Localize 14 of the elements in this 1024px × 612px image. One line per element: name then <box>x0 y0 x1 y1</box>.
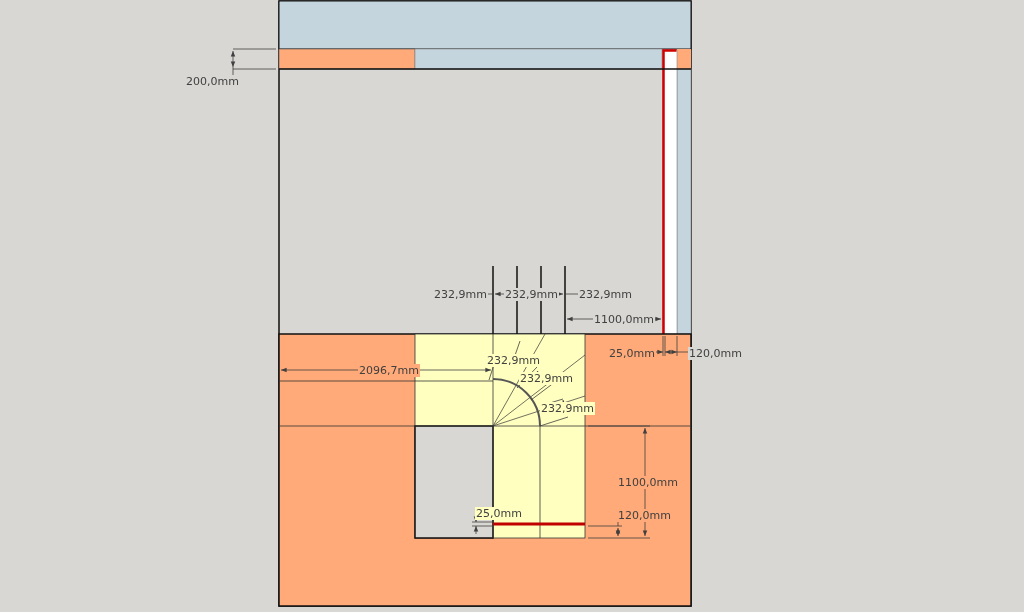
dimension-label: 200,0mm <box>185 75 240 88</box>
dimension-label: 1100,0mm <box>593 313 655 326</box>
dimension-label: 232,9mm <box>433 288 488 301</box>
dimension-label: 25,0mm <box>608 347 656 360</box>
dimension-label: 25,0mm <box>475 507 523 520</box>
dimension-label: 2096,7mm <box>358 364 420 377</box>
dimension-label: 232,9mm <box>578 288 633 301</box>
dimension-label: 232,9mm <box>486 354 541 367</box>
dimension-label: 232,9mm <box>519 372 574 385</box>
dimension-label: 232,9mm <box>540 402 595 415</box>
dimension-label: 232,9mm <box>504 288 559 301</box>
dimension-label: 120,0mm <box>688 347 743 360</box>
dimension-label: 1100,0mm <box>617 476 679 489</box>
dimension-label: 120,0mm <box>617 509 672 522</box>
